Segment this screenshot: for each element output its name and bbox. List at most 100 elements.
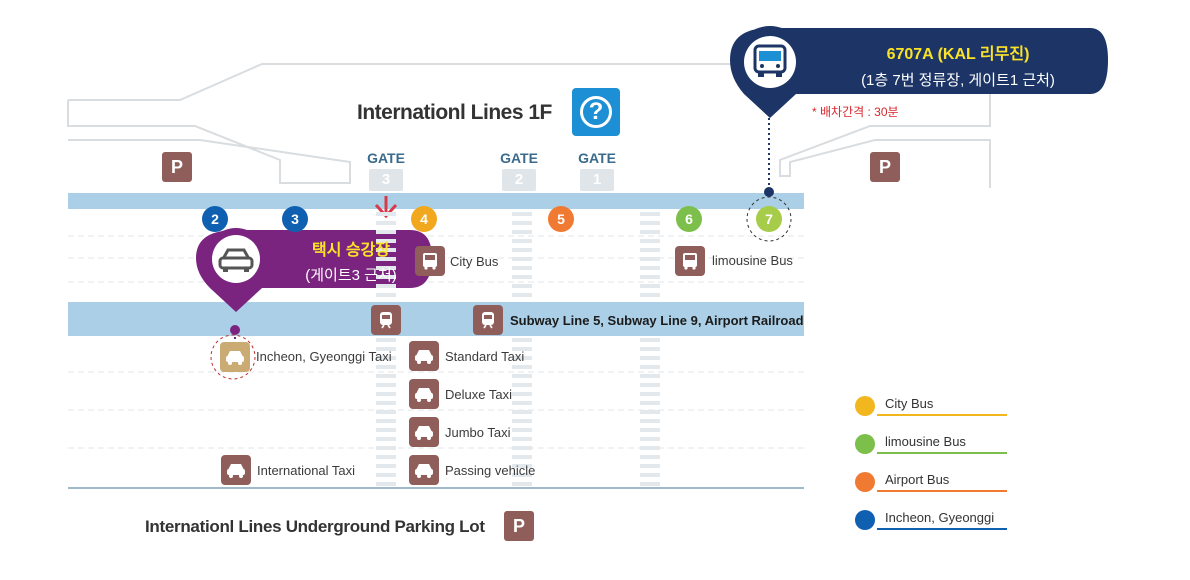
crosswalk-stripe: [512, 239, 532, 243]
crosswalk-stripe: [376, 473, 396, 477]
bus-callout-title: 6707A (KAL 리무진): [886, 46, 1030, 63]
legend-label: limousine Bus: [885, 434, 966, 449]
crosswalk-stripe: [640, 392, 660, 396]
incheon-taxi-label: Incheon, Gyeonggi Taxi: [256, 349, 392, 364]
stop-7-marker[interactable]: 7: [756, 206, 782, 232]
crosswalk-stripe: [376, 275, 396, 279]
legend-dot: [855, 434, 875, 454]
bus-callout-subtitle: (1층 7번 정류장, 게이트1 근처): [861, 72, 1055, 89]
taxi-callout-subtitle: (게이트3 근처): [305, 267, 397, 284]
crosswalk-stripe: [640, 221, 660, 225]
gate-3: GATE 3: [364, 150, 408, 191]
gate-number: 3: [369, 169, 403, 191]
crosswalk-stripe: [640, 437, 660, 441]
parking-icon: P: [870, 152, 900, 182]
crosswalk-stripe: [640, 464, 660, 468]
crosswalk-stripe: [376, 365, 396, 369]
crosswalk-stripe: [512, 455, 532, 459]
bus-icon: [675, 246, 705, 276]
legend-line: [877, 490, 1007, 492]
crosswalk-stripe: [376, 446, 396, 450]
gate-label: GATE: [578, 150, 616, 166]
crosswalk-stripe: [376, 374, 396, 378]
stop-6-marker[interactable]: 6: [676, 206, 702, 232]
crosswalk-stripe: [640, 419, 660, 423]
crosswalk-stripe: [376, 428, 396, 432]
crosswalk-stripe: [512, 248, 532, 252]
deluxe-taxi-label: Deluxe Taxi: [445, 387, 512, 402]
legend-line: [877, 414, 1007, 416]
international-taxi-label: International Taxi: [257, 463, 356, 478]
crosswalk-stripe: [376, 293, 396, 297]
bus-callout: 6707A (KAL 리무진) (1층 7번 정류장, 게이트1 근처): [818, 40, 1098, 90]
crosswalk-stripe: [376, 347, 396, 351]
crosswalk-stripe: [640, 293, 660, 297]
crosswalk-stripe: [640, 239, 660, 243]
legend-dot: [855, 472, 875, 492]
gate-label: GATE: [367, 150, 405, 166]
gate-number: 2: [502, 169, 536, 191]
stop-5-marker[interactable]: 5: [548, 206, 574, 232]
crosswalk-stripe: [640, 248, 660, 252]
crosswalk-stripe: [640, 230, 660, 234]
legend-line: [877, 528, 1007, 530]
road-band-top: [68, 193, 804, 209]
underground-parking-title: Internationl Lines Underground Parking L…: [145, 517, 485, 536]
crosswalk-stripe: [512, 383, 532, 387]
crosswalk-stripe: [512, 212, 532, 216]
gate-label: GATE: [500, 150, 538, 166]
parking-icon: P: [504, 511, 534, 541]
crosswalk-stripe: [512, 221, 532, 225]
taxi-icon: [220, 342, 250, 372]
interval-note: * 배차간격 : 30분: [812, 105, 899, 119]
legend-dot: [855, 510, 875, 530]
crosswalk-stripe: [640, 482, 660, 486]
crosswalk-stripe: [376, 257, 396, 261]
crosswalk-stripe: [512, 419, 532, 423]
legend-label: Airport Bus: [885, 472, 950, 487]
crosswalk-stripe: [512, 266, 532, 270]
crosswalk-stripe: [640, 275, 660, 279]
stop-3-marker[interactable]: 3: [282, 206, 308, 232]
stop-4-marker[interactable]: 4: [411, 206, 437, 232]
crosswalk-stripe: [512, 356, 532, 360]
taxi-icon: [221, 455, 251, 485]
crosswalk-stripe: [376, 239, 396, 243]
crosswalk-stripe: [640, 428, 660, 432]
crosswalk-stripe: [512, 257, 532, 261]
crosswalk-stripe: [640, 284, 660, 288]
crosswalk-stripe: [376, 383, 396, 387]
crosswalk-stripe: [512, 437, 532, 441]
floor-title: Internationl Lines 1F: [357, 101, 552, 124]
bus-callout-icon: [750, 44, 790, 85]
stop-2-marker[interactable]: 2: [202, 206, 228, 232]
crosswalk-stripe: [640, 347, 660, 351]
taxi-callout-icon: [216, 245, 256, 280]
crosswalk-stripe: [376, 464, 396, 468]
crosswalk-stripe: [376, 212, 396, 216]
subway-label: Subway Line 5, Subway Line 9, Airport Ra…: [510, 313, 804, 328]
crosswalk-stripe: [640, 446, 660, 450]
crosswalk-stripe: [640, 374, 660, 378]
crosswalk-stripe: [376, 266, 396, 270]
crosswalk-stripe: [376, 419, 396, 423]
crosswalk-stripe: [640, 473, 660, 477]
crosswalk-stripe: [376, 356, 396, 360]
crosswalk-stripe: [376, 392, 396, 396]
subway-band: [68, 302, 804, 336]
crosswalk-stripe: [640, 383, 660, 387]
legend-label: City Bus: [885, 396, 934, 411]
crosswalk-stripe: [512, 473, 532, 477]
crosswalk-stripe: [376, 482, 396, 486]
taxi-callout: 택시 승강장 (게이트3 근처): [276, 236, 426, 285]
crosswalk-stripe: [376, 410, 396, 414]
crosswalk-stripe: [640, 401, 660, 405]
taxi-icon: [409, 417, 439, 447]
crosswalk-stripe: [376, 284, 396, 288]
crosswalk-stripe: [512, 365, 532, 369]
crosswalk-stripe: [512, 275, 532, 279]
question-icon: ?: [580, 96, 612, 128]
crosswalk-stripe: [512, 401, 532, 405]
crosswalk-stripe: [512, 293, 532, 297]
help-button[interactable]: ?: [572, 88, 620, 136]
